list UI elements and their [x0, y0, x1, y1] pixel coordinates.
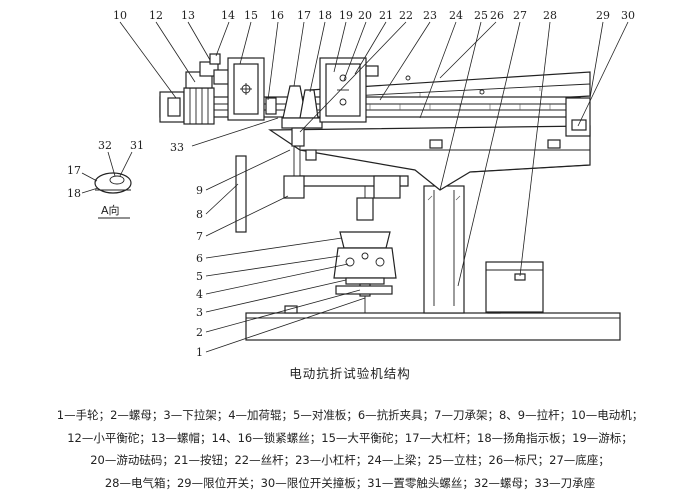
callout-1: 1	[196, 346, 203, 359]
callout-27: 27	[513, 9, 527, 22]
callout-21: 21	[379, 9, 393, 22]
callout-5: 5	[196, 270, 203, 283]
callout-8: 8	[196, 208, 203, 221]
callout-9: 9	[196, 184, 203, 197]
inset-number-31: 31	[130, 139, 144, 152]
legend-line: 1—手轮；2—螺母；3—下拉架；4—加荷辊；5—对准板；6—抗折夹具；7—刀承架…	[56, 408, 644, 422]
callout-numbers: 10 12 13 14 15 16 17 18 19 20 21 22 23 2…	[113, 9, 635, 359]
inset-number-18: 18	[67, 187, 81, 200]
callout-10: 10	[113, 9, 127, 22]
legend-line: 12—小平衡砣；13—螺帽；14、16—锁紧螺丝；15—大平衡砣；17—大杠杆；…	[67, 430, 633, 445]
callout-2: 2	[196, 326, 203, 339]
callout-29: 29	[596, 9, 610, 22]
callout-14: 14	[221, 9, 235, 22]
inset-number-17: 17	[67, 164, 81, 177]
callout-19: 19	[339, 9, 353, 22]
callout-28: 28	[543, 9, 557, 22]
legend-line: 20—游动砝码；21—按钮；22—丝杆；23—小杠杆；24—上梁；25—立柱；2…	[90, 453, 610, 467]
callout-25: 25	[474, 9, 488, 22]
callout-23: 23	[423, 9, 437, 22]
callout-3: 3	[196, 306, 203, 319]
callout-17: 17	[297, 9, 311, 22]
callout-6: 6	[196, 252, 203, 265]
small-lever	[283, 146, 409, 199]
large-balance-weight	[227, 57, 277, 121]
leader-lines	[119, 21, 629, 353]
callout-7: 7	[196, 230, 203, 243]
callout-12: 12	[149, 9, 163, 22]
angle-indicator-board	[235, 155, 247, 233]
callout-20: 20	[358, 9, 372, 22]
limit-switch	[565, 97, 591, 137]
callout-26: 26	[490, 9, 504, 22]
callout-16: 16	[270, 9, 284, 22]
electrical-box	[485, 261, 544, 313]
inset-number-32: 32	[98, 139, 112, 152]
parts-legend: 1—手轮；2—螺母；3—下拉架；4—加荷辊；5—对准板；6—抗折夹具；7—刀承架…	[0, 404, 700, 494]
lead-screw	[159, 96, 581, 118]
callout-24: 24	[449, 9, 463, 22]
column	[423, 185, 465, 314]
inset-label: A向	[101, 203, 120, 217]
callout-18: 18	[318, 9, 332, 22]
callout-4: 4	[196, 288, 203, 301]
callout-30: 30	[621, 9, 635, 22]
machine-structure-diagram: 10 12 13 14 15 16 17 18 19 20 21 22 23 2…	[67, 9, 635, 359]
small-balance-weight	[185, 53, 231, 89]
callout-33: 33	[170, 141, 184, 154]
callout-15: 15	[244, 9, 258, 22]
motor	[159, 87, 215, 125]
callout-13: 13	[181, 9, 195, 22]
bending-fixture	[333, 186, 397, 313]
sliding-weight	[319, 57, 379, 123]
figure-caption: 电动抗折试验机结构	[289, 366, 411, 381]
inset-view-a: 32 31 17 18 A向	[67, 139, 144, 219]
big-lever-fulcrum	[281, 85, 323, 147]
legend-line: 28—电气箱；29—限位开关；30—限位开关撞板；31—置零触头螺丝；32—螺母…	[104, 475, 596, 490]
callout-22: 22	[399, 9, 413, 22]
